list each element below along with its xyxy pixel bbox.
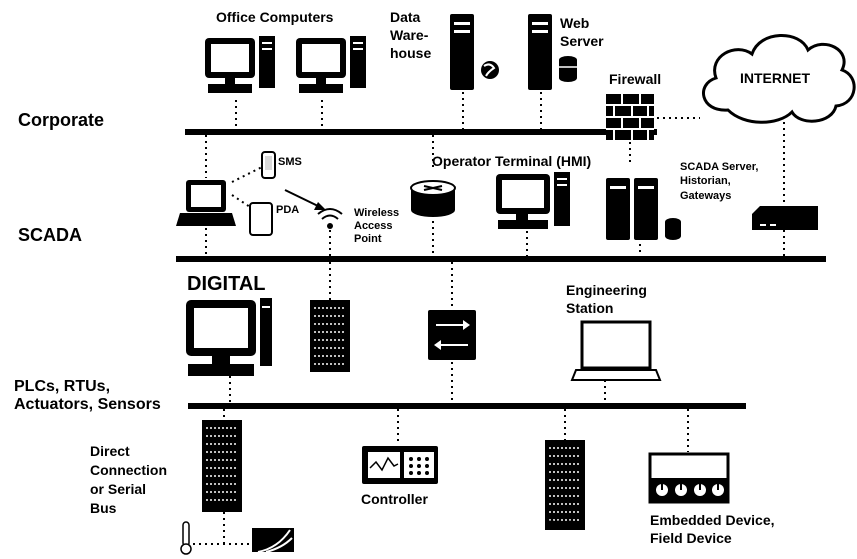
label-embedded-device: Embedded Device, Field Device (650, 512, 775, 547)
corporate-connectors (235, 92, 785, 210)
label-scada-server: SCADA Server, Historian, Gateways (680, 161, 759, 202)
engineering-laptop-icon (570, 320, 662, 381)
label-firewall: Firewall (609, 71, 662, 87)
field-rack-icon (202, 420, 242, 512)
arrow-icon (284, 189, 326, 210)
label-internet: INTERNET (740, 70, 810, 86)
field-connectors (187, 409, 689, 545)
label-pda: PDA (276, 204, 300, 216)
firewall-icon (606, 94, 654, 140)
label-sms: SMS (278, 156, 302, 168)
office-computer-icon (296, 36, 366, 93)
label-operator-terminal: Operator Terminal (HMI) (432, 153, 592, 169)
label-engineering-station: Engineering Station (566, 282, 647, 317)
pda-tablet-icon (249, 202, 273, 236)
field-bus (188, 403, 746, 409)
gateway-icon (752, 206, 818, 230)
laptop-icon (176, 180, 236, 226)
patch-panel-icon (310, 300, 350, 372)
network-switch-icon (428, 310, 476, 360)
plc-icon (545, 440, 585, 530)
zone-label-corporate: Corporate (18, 110, 105, 130)
router-icon (410, 180, 456, 217)
embedded-device-icon (648, 452, 730, 504)
internet-cloud-icon (702, 34, 856, 124)
zone-label-field: PLCs, RTUs, Actuators, Sensors (14, 378, 161, 414)
scada-server-icon (606, 178, 681, 240)
scada-connectors (205, 135, 785, 256)
actuator-icon (252, 528, 294, 553)
label-digital: DIGITAL (187, 273, 266, 295)
thermometer-sensor-icon (180, 521, 192, 555)
label-office-computers: Office Computers (216, 9, 334, 25)
label-web-server: Web Server (560, 15, 604, 50)
label-plc: PLC (547, 517, 575, 533)
label-controller: Controller (361, 491, 428, 507)
hmi-computer-icon (496, 172, 570, 229)
label-data-warehouse: Data Ware- house (390, 9, 432, 61)
mobile-phone-icon (261, 151, 276, 179)
digital-workstation-icon (186, 298, 272, 376)
scada-bus (176, 256, 826, 262)
corporate-bus (185, 129, 657, 135)
label-direct-connection: Direct Connection or Serial Bus (90, 443, 167, 516)
data-warehouse-server-icon (450, 14, 499, 90)
digital-connectors (229, 262, 606, 403)
web-server-icon (528, 14, 577, 90)
office-computer-icon (205, 36, 275, 93)
controller-icon (362, 446, 438, 484)
zone-label-scada: SCADA (18, 225, 83, 245)
label-wireless-access-point: Wireless Access Point (354, 207, 411, 247)
wifi-icon (317, 208, 343, 229)
